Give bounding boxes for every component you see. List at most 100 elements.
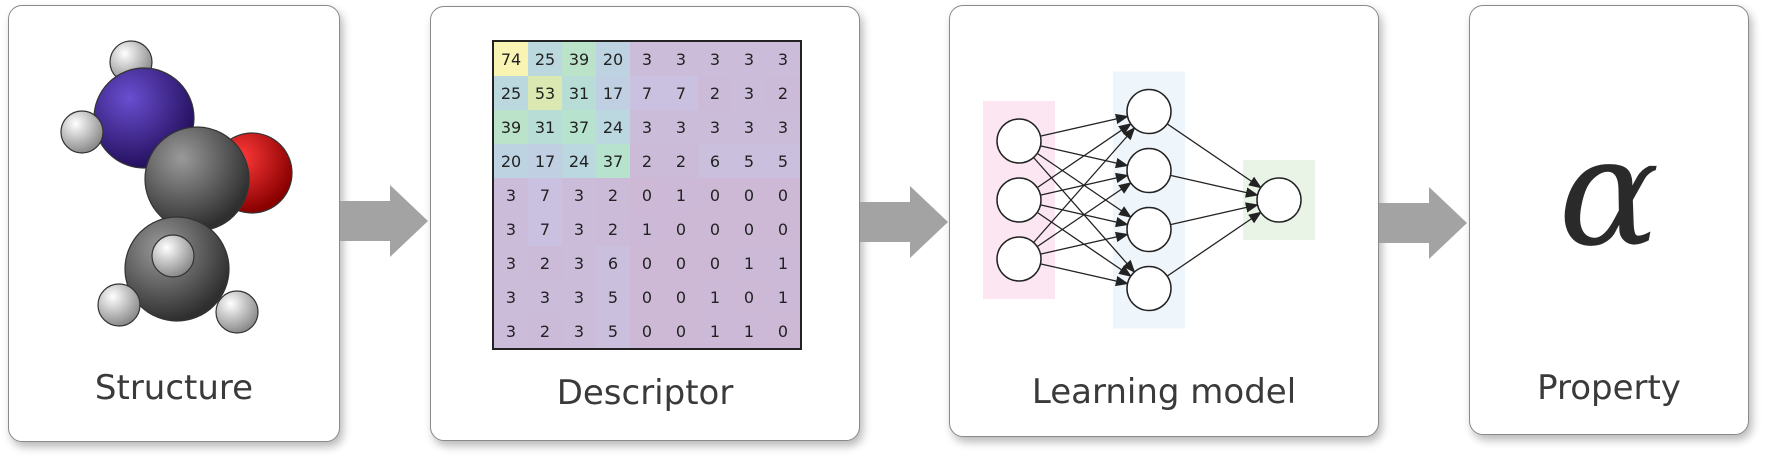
matrix-cell: 3 bbox=[698, 42, 732, 76]
network-node bbox=[1126, 265, 1172, 312]
connection-arrow bbox=[1036, 123, 1132, 189]
matrix-cell: 0 bbox=[766, 314, 800, 348]
matrix-cell: 5 bbox=[732, 144, 766, 178]
network-node bbox=[996, 236, 1042, 282]
network-node bbox=[1126, 88, 1172, 135]
matrix-cell: 3 bbox=[562, 246, 596, 280]
matrix-cell: 7 bbox=[528, 212, 562, 246]
matrix-cell: 7 bbox=[664, 76, 698, 110]
matrix-cell: 0 bbox=[698, 178, 732, 212]
matrix-cell: 39 bbox=[494, 110, 528, 144]
matrix-cell: 3 bbox=[562, 212, 596, 246]
matrix-cell: 0 bbox=[766, 212, 800, 246]
matrix-cell: 0 bbox=[664, 246, 698, 280]
matrix-cell: 3 bbox=[766, 110, 800, 144]
connection-arrow bbox=[1040, 263, 1129, 287]
matrix-cell: 2 bbox=[596, 178, 630, 212]
matrix-cell: 2 bbox=[698, 76, 732, 110]
matrix-cell: 6 bbox=[596, 246, 630, 280]
matrix-cell: 0 bbox=[630, 178, 664, 212]
connection-arrow bbox=[1166, 211, 1262, 277]
matrix-cell: 3 bbox=[732, 42, 766, 76]
matrix-cell: 0 bbox=[732, 212, 766, 246]
matrix-cell: 3 bbox=[562, 314, 596, 348]
matrix-cell: 0 bbox=[630, 314, 664, 348]
matrix-cell: 2 bbox=[630, 144, 664, 178]
matrix-cell: 2 bbox=[596, 212, 630, 246]
structure-panel: Structure bbox=[8, 5, 340, 442]
connection-arrow bbox=[1036, 182, 1132, 248]
network-node bbox=[996, 177, 1042, 223]
matrix-cell: 3 bbox=[732, 110, 766, 144]
matrix-cell: 37 bbox=[596, 144, 630, 178]
matrix-cell: 24 bbox=[562, 144, 596, 178]
arrow-icon bbox=[1379, 187, 1467, 259]
matrix-cell: 3 bbox=[630, 110, 664, 144]
matrix-cell: 1 bbox=[698, 314, 732, 348]
arrow-icon bbox=[340, 185, 428, 257]
matrix-cell: 1 bbox=[766, 280, 800, 314]
matrix-cell: 17 bbox=[596, 76, 630, 110]
matrix-cell: 7 bbox=[630, 76, 664, 110]
structure-label: Structure bbox=[94, 368, 254, 408]
matrix-cell: 20 bbox=[494, 144, 528, 178]
matrix-cell: 5 bbox=[766, 144, 800, 178]
matrix-cell: 39 bbox=[562, 42, 596, 76]
matrix-cell: 0 bbox=[732, 280, 766, 314]
matrix-cell: 7 bbox=[528, 178, 562, 212]
matrix-cell: 1 bbox=[766, 246, 800, 280]
matrix-cell: 3 bbox=[528, 280, 562, 314]
hydrogen-atom bbox=[215, 290, 259, 334]
matrix-cell: 3 bbox=[698, 110, 732, 144]
matrix-cell: 31 bbox=[562, 76, 596, 110]
hydrogen-atom bbox=[60, 110, 104, 154]
property-label: Property bbox=[1537, 368, 1681, 408]
alpha-symbol: α bbox=[1558, 106, 1660, 280]
matrix-cell: 3 bbox=[494, 212, 528, 246]
matrix-cell: 17 bbox=[528, 144, 562, 178]
connection-arrow bbox=[1040, 231, 1129, 255]
arrow-icon bbox=[860, 186, 948, 258]
matrix-cell: 0 bbox=[698, 212, 732, 246]
connection-arrow bbox=[1040, 113, 1129, 137]
property-panel: α Property bbox=[1469, 5, 1749, 435]
matrix-cell: 3 bbox=[494, 246, 528, 280]
matrix-cell: 0 bbox=[630, 246, 664, 280]
matrix-cell: 3 bbox=[494, 280, 528, 314]
matrix-cell: 3 bbox=[664, 42, 698, 76]
matrix-cell: 2 bbox=[664, 144, 698, 178]
network-node bbox=[996, 118, 1042, 164]
model-label: Learning model bbox=[1031, 372, 1297, 412]
matrix-cell: 24 bbox=[596, 110, 630, 144]
matrix-cell: 0 bbox=[664, 212, 698, 246]
matrix-cell: 31 bbox=[528, 110, 562, 144]
matrix-cell: 1 bbox=[698, 280, 732, 314]
matrix-cell: 0 bbox=[664, 314, 698, 348]
matrix-cell: 20 bbox=[596, 42, 630, 76]
hydrogen-atom bbox=[151, 234, 195, 278]
matrix-cell: 0 bbox=[698, 246, 732, 280]
matrix-cell: 5 bbox=[596, 280, 630, 314]
molecule-illustration bbox=[60, 40, 293, 334]
matrix-cell: 3 bbox=[494, 314, 528, 348]
matrix-cell: 2 bbox=[766, 76, 800, 110]
connection-arrow bbox=[1166, 123, 1262, 189]
matrix-cell: 37 bbox=[562, 110, 596, 144]
matrix-cell: 6 bbox=[698, 144, 732, 178]
matrix-cell: 1 bbox=[732, 314, 766, 348]
matrix-cell: 0 bbox=[664, 280, 698, 314]
matrix-cell: 3 bbox=[562, 178, 596, 212]
matrix-cell: 1 bbox=[664, 178, 698, 212]
matrix-cell: 3 bbox=[732, 76, 766, 110]
descriptor-label: Descriptor bbox=[556, 373, 734, 413]
matrix-cell: 5 bbox=[596, 314, 630, 348]
connection-arrow bbox=[1033, 127, 1136, 243]
matrix-cell: 0 bbox=[630, 280, 664, 314]
matrix-cell: 25 bbox=[494, 76, 528, 110]
neural-network-diagram bbox=[983, 71, 1315, 329]
matrix-cell: 2 bbox=[528, 314, 562, 348]
matrix-cell: 0 bbox=[766, 178, 800, 212]
network-node bbox=[1126, 206, 1172, 253]
matrix-cell: 1 bbox=[732, 246, 766, 280]
